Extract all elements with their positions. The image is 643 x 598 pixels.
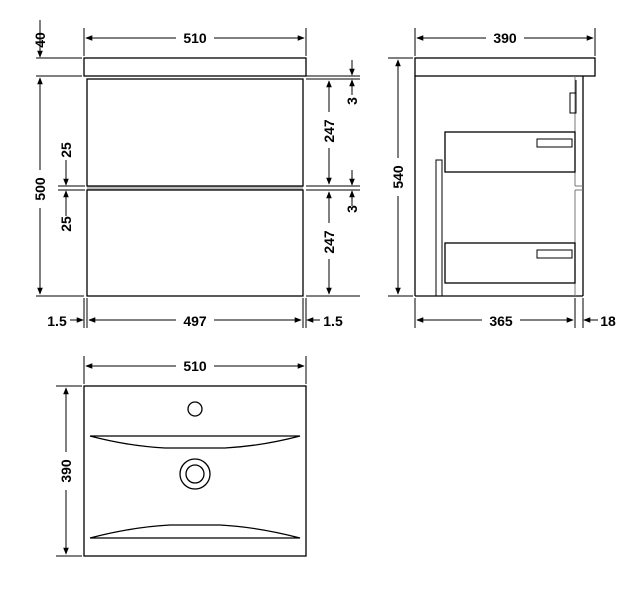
dim-label-left-margin: 1.5 [47,313,67,329]
dim-label-upper-clearance: 3 [344,97,360,105]
dim-label-lower-gap: 25 [58,216,74,232]
dim-label-top-width: 510 [183,358,207,374]
dim-label-upper-drawer: 247 [321,119,337,143]
dim-label-front-height: 500 [32,177,48,201]
top-view: 510 390 [56,356,307,557]
dim-label-lower-clearance: 3 [344,205,360,213]
side-upper-drawer-box [444,131,576,173]
dim-label-front-width: 510 [183,30,207,46]
waste-outlet-outer [179,458,211,490]
front-upper-drawer [86,78,304,187]
front-view: 510 40 500 25 25 247 247 [30,20,360,329]
waste-outlet-inner [185,464,205,484]
dim-label-top-thickness: 40 [32,32,48,48]
dim-label-lower-drawer: 247 [321,230,337,254]
side-countertop [414,57,596,77]
dim-label-side-depth: 390 [493,30,517,46]
dim-label-drawer-depth: 365 [489,313,513,329]
dim-label-upper-gap: 25 [58,142,74,158]
front-lower-drawer [86,189,304,297]
front-countertop [83,57,307,77]
side-upper-drawer-handle [536,138,573,148]
side-lower-drawer-box [444,242,576,284]
basin-bowl-upper-edge [89,435,301,449]
dim-label-top-depth: 390 [58,459,74,483]
dim-label-back-gap: 18 [600,313,616,329]
dim-label-door-width: 497 [183,313,207,329]
basin-outline [83,385,307,557]
tap-hole [187,401,203,417]
dim-label-side-height: 540 [390,165,406,189]
side-lower-drawer-handle [536,249,573,259]
basin-bowl-lower-edge [89,524,301,539]
side-view: 390 540 365 18 [388,28,616,329]
dim-label-right-margin: 1.5 [323,313,343,329]
